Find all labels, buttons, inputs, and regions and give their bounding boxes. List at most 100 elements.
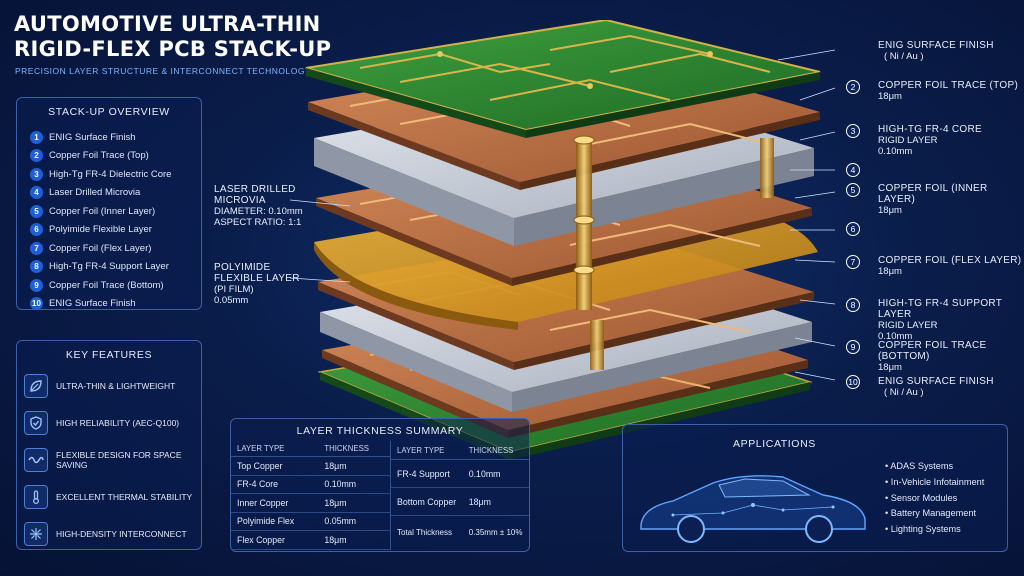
feature-label: HIGH RELIABILITY (AEC-Q100) bbox=[56, 417, 180, 428]
callout-number-badge: 9 bbox=[846, 340, 860, 354]
callout-detail: DIAMETER: 0.10mm bbox=[214, 206, 303, 217]
key-features-title: KEY FEATURES bbox=[65, 349, 153, 361]
column-header-layer: LAYER TYPE bbox=[391, 441, 463, 460]
cell-thickness: 0.10mm bbox=[318, 475, 391, 494]
thermometer-icon bbox=[24, 484, 48, 509]
callout-heading: MICROVIA bbox=[214, 195, 266, 206]
callout-heading: LASER DRILLED bbox=[214, 184, 296, 195]
list-item: 5 Copper Foil (Inner Layer) bbox=[17, 202, 201, 221]
feature-item: HIGH RELIABILITY (AEC-Q100) bbox=[17, 404, 201, 441]
title-line-1: AUTOMOTIVE ULTRA-THIN bbox=[14, 12, 321, 36]
leaf-icon bbox=[24, 373, 48, 398]
thickness-summary-panel: LAYER THICKNESS SUMMARY LAYER TYPE THICK… bbox=[230, 418, 530, 552]
column-header-layer: LAYER TYPE bbox=[231, 441, 319, 457]
feature-item: ULTRA-THIN & LIGHTWEIGHT bbox=[17, 367, 201, 404]
callout-heading: POLYIMIDE bbox=[214, 262, 271, 273]
callout-detail: 18μm bbox=[878, 205, 902, 216]
callout-detail: 0.10mm bbox=[878, 146, 913, 157]
layer-1-enig-top bbox=[305, 20, 821, 138]
list-item: • Sensor Modules bbox=[885, 492, 958, 503]
callout-layer-7: COPPER FOIL (FLEX LAYER) 18μm bbox=[878, 255, 1021, 277]
callout-detail: (PI FILM) bbox=[214, 284, 254, 295]
callout-detail: 18μm bbox=[878, 91, 902, 102]
callout-heading: HIGH-TG FR-4 CORE bbox=[878, 124, 982, 135]
applications-panel: APPLICATIONS • ADAS Systems • In-Vehicle… bbox=[622, 424, 1008, 552]
callout-heading: COPPER FOIL TRACE (BOTTOM) bbox=[878, 340, 987, 362]
list-item-label: ENIG Surface Finish bbox=[49, 298, 136, 310]
page-title: AUTOMOTIVE ULTRA-THIN RIGID-FLEX PCB STA… bbox=[14, 12, 331, 62]
cell-layer: FR-4 Core bbox=[231, 475, 319, 494]
application-label: In-Vehicle Infotainment bbox=[890, 476, 985, 487]
layer-number-badge: 6 bbox=[30, 223, 43, 237]
title-line-2: RIGID-FLEX PCB STACK-UP bbox=[14, 37, 332, 61]
page-subtitle: PRECISION LAYER STRUCTURE & INTERCONNECT… bbox=[15, 66, 312, 76]
feature-item: EXCELLENT THERMAL STABILITY bbox=[17, 478, 201, 515]
layer-number-badge: 1 bbox=[30, 130, 43, 144]
pcb-stackup-illustration bbox=[290, 20, 836, 460]
left-leader-lines bbox=[290, 199, 351, 283]
list-item: 10 ENIG Surface Finish bbox=[17, 295, 201, 314]
list-item: • In-Vehicle Infotainment bbox=[885, 476, 985, 487]
feature-label: ULTRA-THIN & LIGHTWEIGHT bbox=[56, 380, 176, 391]
callout-layer-1: ENIG SURFACE FINISH ( Ni / Au ) bbox=[878, 40, 994, 62]
polyimide-callout: POLYIMIDE FLEXIBLE LAYER (PI FILM) 0.05m… bbox=[214, 262, 300, 306]
applications-title: APPLICATIONS bbox=[733, 438, 816, 450]
cell-thickness: 18μm bbox=[318, 530, 391, 550]
callout-number-badge: 3 bbox=[846, 124, 860, 138]
callout-detail: 18μm bbox=[878, 266, 902, 277]
callout-heading: COPPER FOIL (INNER LAYER) bbox=[878, 183, 988, 205]
list-item-label: Laser Drilled Microvia bbox=[49, 187, 141, 199]
callout-detail: 0.10mm bbox=[878, 331, 913, 342]
callout-detail: ASPECT RATIO: 1:1 bbox=[214, 217, 302, 228]
cell-thickness: 0.05mm bbox=[318, 512, 391, 531]
application-label: Lighting Systems bbox=[890, 524, 961, 535]
application-label: Sensor Modules bbox=[890, 492, 958, 503]
feature-item: HIGH-DENSITY INTERCONNECT bbox=[17, 515, 201, 552]
list-item-label: Copper Foil (Inner Layer) bbox=[49, 205, 156, 217]
shield-check-icon bbox=[24, 410, 48, 435]
cell-layer: Top Copper bbox=[231, 456, 319, 476]
leader-lines bbox=[777, 49, 836, 381]
callout-number-badge: 4 bbox=[846, 163, 860, 177]
layer-number-badge: 9 bbox=[30, 278, 43, 292]
list-item-label: Polyimide Flexible Layer bbox=[49, 224, 152, 236]
layer-number-badge: 5 bbox=[30, 204, 43, 218]
cell-thickness: 0.10mm bbox=[462, 459, 529, 488]
cell-thickness: 18μm bbox=[462, 487, 529, 516]
callout-heading: FLEXIBLE LAYER bbox=[214, 273, 300, 284]
list-item-label: Copper Foil Trace (Top) bbox=[49, 150, 149, 162]
layer-number-badge: 3 bbox=[30, 167, 43, 181]
callout-layer-9: COPPER FOIL TRACE (BOTTOM) 18μm bbox=[878, 340, 1024, 373]
car-icon bbox=[640, 475, 866, 543]
callout-number-badge: 10 bbox=[846, 375, 860, 389]
callout-heading: COPPER FOIL TRACE (TOP) bbox=[878, 80, 1019, 91]
callout-layer-2: COPPER FOIL TRACE (TOP) 18μm bbox=[878, 80, 1018, 102]
cell-thickness: 18μm bbox=[318, 456, 391, 476]
wave-icon bbox=[24, 447, 48, 472]
layer-number-badge: 7 bbox=[30, 241, 43, 255]
callout-heading: HIGH-TG FR-4 SUPPORT LAYER bbox=[878, 298, 1002, 320]
cell-thickness: 18μm bbox=[318, 493, 391, 513]
list-item: • ADAS Systems bbox=[885, 461, 954, 471]
callout-heading: COPPER FOIL (FLEX LAYER) bbox=[878, 255, 1022, 266]
application-label: Battery Management bbox=[890, 508, 977, 519]
list-item: 6 Polyimide Flexible Layer bbox=[17, 221, 201, 240]
callout-detail: RIGID LAYER bbox=[878, 135, 938, 146]
feature-label: HIGH-DENSITY INTERCONNECT bbox=[56, 528, 187, 539]
list-item-label: High-Tg FR-4 Support Layer bbox=[49, 261, 169, 273]
list-item: • Battery Management bbox=[885, 508, 977, 519]
layer-number-badge: 10 bbox=[30, 297, 43, 311]
total-label: Total Thickness bbox=[397, 528, 452, 538]
network-icon bbox=[24, 521, 48, 546]
feature-label: EXCELLENT THERMAL STABILITY bbox=[56, 491, 193, 502]
table-header-row: LAYER TYPE THICKNESS bbox=[231, 441, 391, 457]
